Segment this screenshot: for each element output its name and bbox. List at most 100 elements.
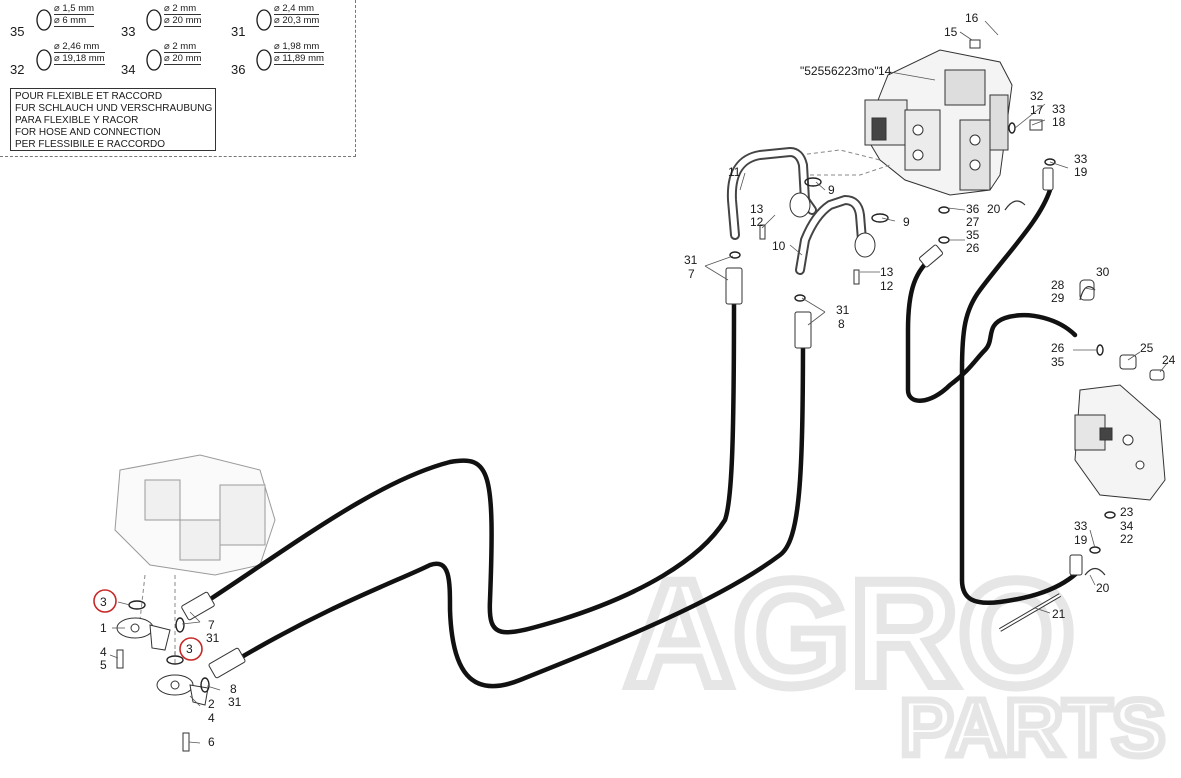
callout-29: 29 <box>1051 291 1065 305</box>
callout-33: 33 <box>1074 519 1088 533</box>
seal-number: 33 <box>121 24 136 39</box>
hose-fittings <box>181 167 1083 679</box>
note-line: FUR SCHLAUCH UND VERSCHRAUBUNG <box>15 103 213 114</box>
note-line: PER FLESSIBILE E RACCORDO <box>15 139 166 150</box>
callout-32: 32 <box>1030 89 1044 103</box>
callout-31: 31 <box>206 631 220 645</box>
highlight-circle <box>179 637 203 661</box>
callout-9: 9 <box>828 183 835 197</box>
callout-18: 18 <box>1052 115 1066 129</box>
seal-number: 36 <box>231 62 246 77</box>
oring-icon <box>146 49 162 71</box>
note-line: POUR FLEXIBLE ET RACCORD <box>15 91 163 102</box>
callout-36: 36 <box>966 202 980 216</box>
callout-4: 4 <box>208 711 215 725</box>
clamps <box>1004 200 1106 576</box>
callout-numbers: 16 15 14 32 17 33 18 33 19 11 9 9 13 12 … <box>100 11 1176 749</box>
callout-10: 10 <box>772 239 786 253</box>
callout-31: 31 <box>836 303 850 317</box>
callout-13: 13 <box>880 265 894 279</box>
callout-12: 12 <box>750 215 764 229</box>
callout-31: 31 <box>228 695 242 709</box>
hoses <box>209 187 1083 689</box>
callout-17: 17 <box>1030 103 1044 117</box>
highlight-markers <box>93 589 203 661</box>
seal-number: 31 <box>231 24 246 39</box>
seal-dimensions: ⌀ 1,98 mm⌀ 11,89 mm <box>274 41 324 65</box>
hose-1 <box>209 297 737 635</box>
callout-25: 25 <box>1140 341 1154 355</box>
hose-3 <box>905 252 1078 403</box>
callout-8: 8 <box>838 317 845 331</box>
callout-20: 20 <box>1096 581 1110 595</box>
callout-21: 21 <box>1052 607 1066 621</box>
callout-leaders <box>109 20 1169 744</box>
callout-1: 1 <box>100 621 107 635</box>
callout-7: 7 <box>688 267 695 281</box>
callout-3: 3 <box>100 595 107 609</box>
oring-icon <box>36 9 52 31</box>
seal-dimensions: ⌀ 1,5 mm⌀ 6 mm <box>54 3 95 27</box>
callout-24: 24 <box>1162 353 1176 367</box>
callout-34: 34 <box>1120 519 1134 533</box>
seal-dimensions: ⌀ 2 mm⌀ 20 mm <box>164 41 202 65</box>
callout-30: 30 <box>1096 265 1110 279</box>
hose-fitting <box>181 591 215 621</box>
flanges <box>116 192 876 706</box>
bolts <box>116 39 1165 752</box>
callout-27: 27 <box>966 215 980 229</box>
callout-19: 19 <box>1074 165 1088 179</box>
hose-fitting <box>919 244 943 268</box>
callout-33: 33 <box>1074 152 1088 166</box>
oring-icon <box>256 49 272 71</box>
highlight-circle <box>93 589 117 613</box>
valve-block-right <box>1074 384 1166 501</box>
callout-31: 31 <box>684 253 698 267</box>
seal-legend: 35 ⌀ 1,5 mm⌀ 6 mm 33 ⌀ 2 mm⌀ 20 mm 31 ⌀ … <box>0 0 356 157</box>
oring-icon <box>36 49 52 71</box>
seal-number: 34 <box>121 62 136 77</box>
seal-number: 32 <box>10 62 25 77</box>
rigid-pipes <box>726 147 875 275</box>
callout-3: 3 <box>186 642 193 656</box>
hose-fitting <box>794 311 812 349</box>
callout-5: 5 <box>100 658 107 672</box>
oring-icon <box>146 9 162 31</box>
watermark: AGRO PARTS <box>620 544 1169 776</box>
seal-number: 35 <box>10 24 25 39</box>
callout-26: 26 <box>966 241 980 255</box>
hose-connection-note: POUR FLEXIBLE ET RACCORD FUR SCHLAUCH UN… <box>10 88 216 151</box>
callout-9: 9 <box>903 215 910 229</box>
dashed-leaders <box>139 149 891 665</box>
callout-16: 16 <box>965 11 979 25</box>
callout-28: 28 <box>1051 278 1065 292</box>
note-line: FOR HOSE AND CONNECTION <box>15 127 161 138</box>
oring-icon <box>256 9 272 31</box>
callout-7: 7 <box>208 618 215 632</box>
seal-icons <box>36 9 272 71</box>
seal-dimensions: ⌀ 2,46 mm⌀ 19,18 mm <box>54 41 105 65</box>
hose-fitting <box>725 267 743 305</box>
callout-15: 15 <box>944 25 958 39</box>
callout-12: 12 <box>880 279 894 293</box>
seal-dimensions: ⌀ 2 mm⌀ 20 mm <box>164 3 202 27</box>
hose-4 <box>959 187 1083 605</box>
callout-14: 14 <box>878 64 892 78</box>
note-line: PARA FLEXIBLE Y RACOR <box>15 115 139 126</box>
callout-11: 11 <box>728 165 741 179</box>
callout-2: 2 <box>208 697 215 711</box>
watermark-text: AGRO <box>625 549 1075 717</box>
hose-fitting <box>1069 554 1083 576</box>
hose-2 <box>237 327 806 689</box>
hose-fitting <box>208 647 246 679</box>
callout-19: 19 <box>1074 533 1088 547</box>
callout-35: 35 <box>966 228 980 242</box>
callout-33: 33 <box>1052 102 1066 116</box>
hydraulic-pump-left <box>114 454 276 576</box>
callout-8: 8 <box>230 682 237 696</box>
callout-22: 22 <box>1120 532 1134 546</box>
part-code: "52556223mo" <box>800 64 879 78</box>
callout-4: 4 <box>100 645 107 659</box>
valve-block-top <box>864 49 1013 196</box>
seal-dimensions: ⌀ 2,4 mm⌀ 20,3 mm <box>274 3 320 27</box>
